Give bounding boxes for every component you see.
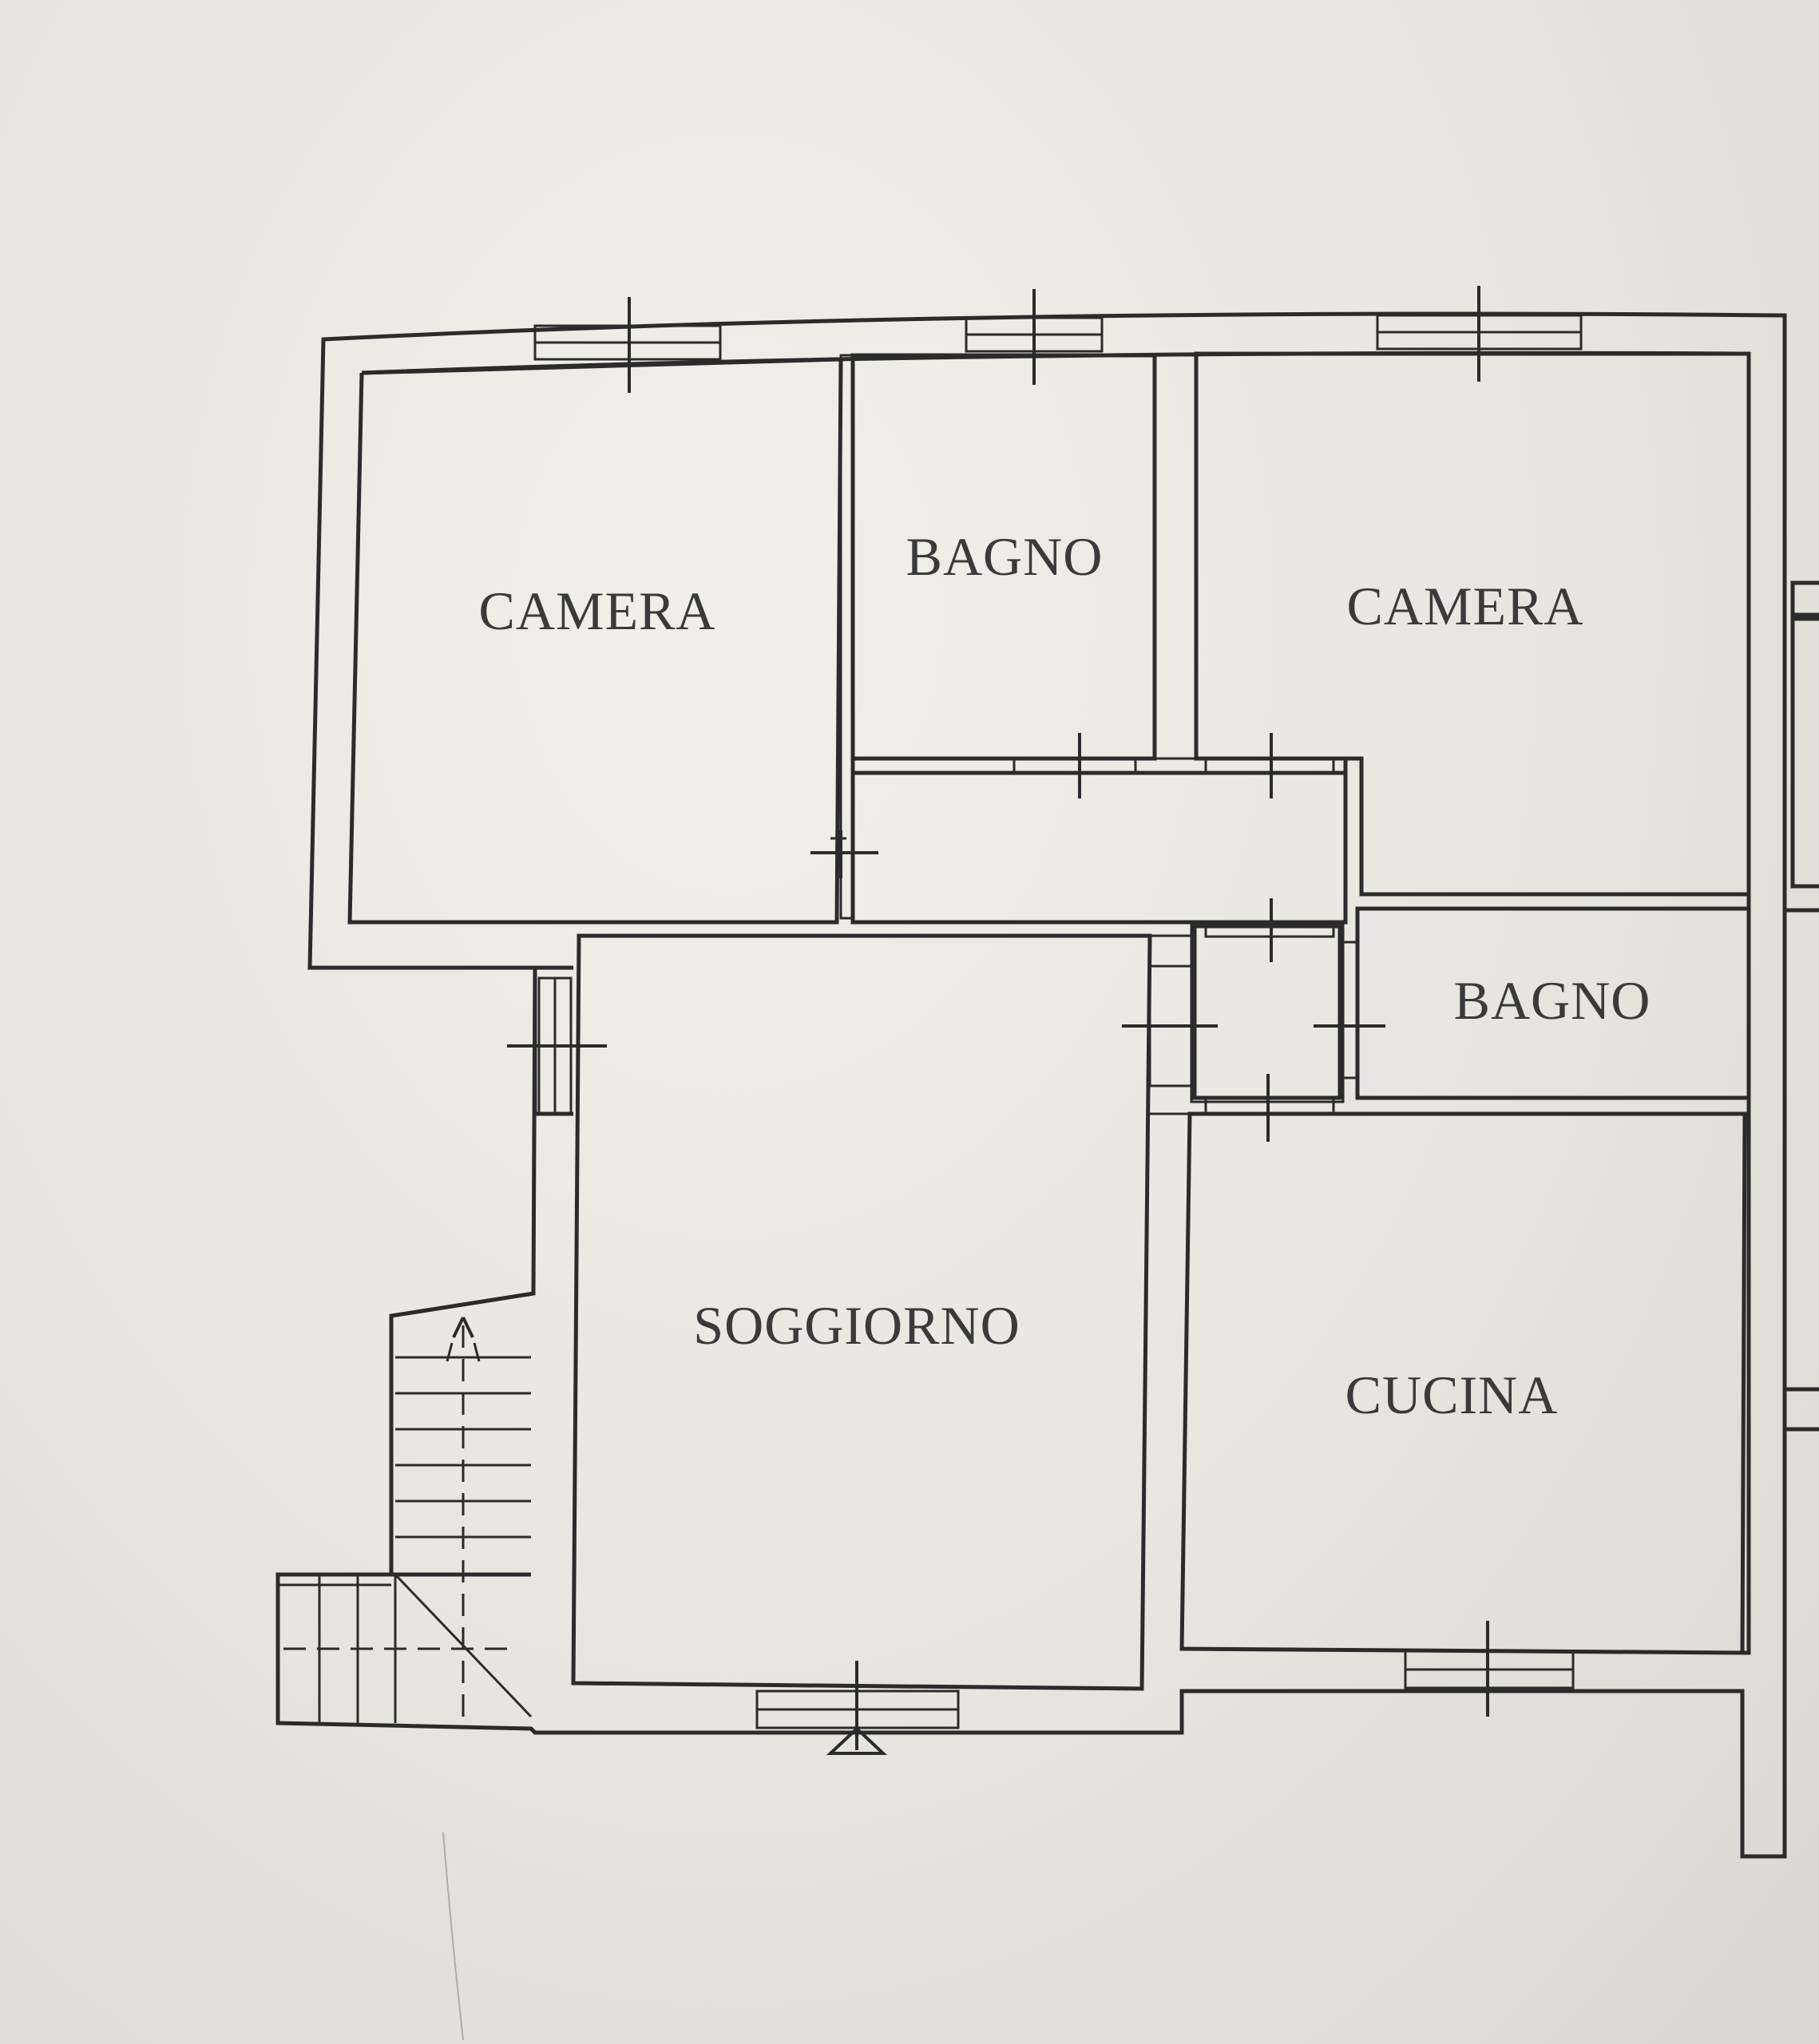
entrance-door-soggiorno — [755, 1661, 960, 1750]
door-camera-right — [1204, 733, 1335, 798]
window-camera-right — [1376, 286, 1583, 382]
room-label-soggiorno: SOGGIORNO — [693, 1295, 1020, 1356]
room-cucina — [1150, 934, 1747, 1655]
window-soggiorno-side — [507, 976, 607, 1115]
window-cucina — [1404, 1621, 1575, 1717]
corridor — [850, 756, 1361, 925]
window-camera-left — [533, 297, 722, 393]
door-camera-left — [810, 830, 878, 878]
door-bagno-top — [1013, 733, 1137, 798]
door-hallway-top — [1204, 898, 1335, 962]
door-soggiorno-hallway — [1122, 965, 1218, 1087]
room-label-camera-right: CAMERA — [1347, 576, 1584, 636]
room-label-cucina: CUCINA — [1345, 1365, 1559, 1425]
entrance-arrow-icon — [826, 1726, 888, 1755]
room-label-bagno-right: BAGNO — [1454, 970, 1651, 1031]
pencil-mark — [442, 1832, 464, 2041]
door-bagno-right — [1314, 941, 1385, 1079]
window-bagno-top — [965, 289, 1104, 385]
staircase — [278, 1316, 533, 1723]
room-label-bagno-top: BAGNO — [906, 526, 1104, 587]
room-camera-right — [1155, 351, 1751, 897]
room-bagno-top — [839, 353, 1157, 920]
door-cucina — [1204, 1074, 1335, 1142]
room-label-camera-left: CAMERA — [479, 580, 716, 641]
adjacent-unit-fragments — [1782, 580, 1819, 1856]
